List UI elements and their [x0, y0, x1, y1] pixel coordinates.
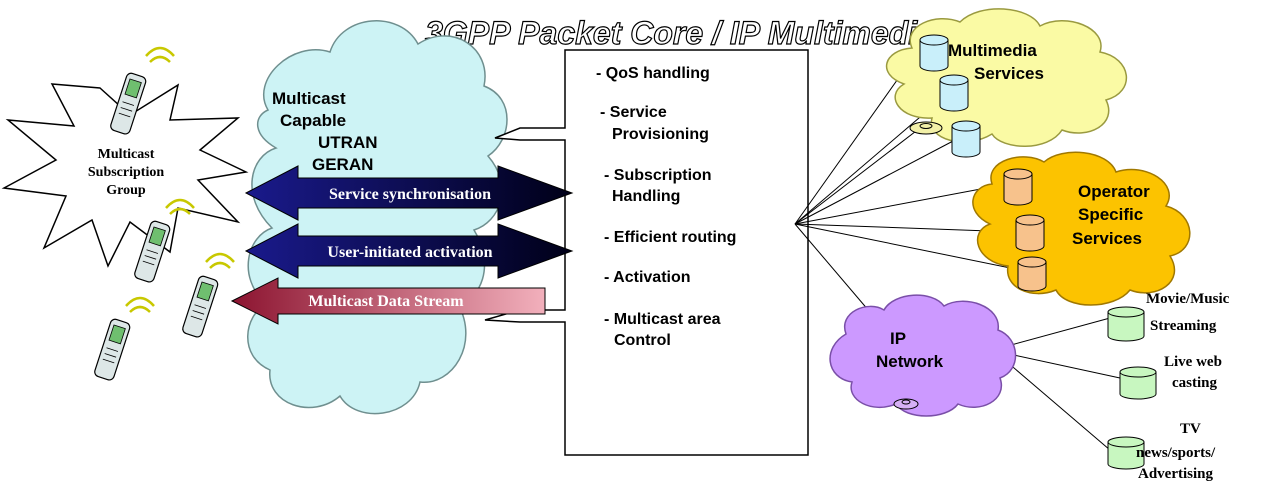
live-web-label-2: casting: [1172, 375, 1218, 391]
operator-label-1: Operator: [1078, 182, 1150, 201]
operator-label-3: Services: [1072, 229, 1142, 248]
subscription-group-starburst: Multicast Subscription Group: [1, 83, 249, 268]
ran-label-1: Multicast: [272, 89, 346, 108]
multicast-data-stream-label: Multicast Data Stream: [308, 293, 464, 310]
multimedia-database-icon: [919, 34, 949, 72]
multimedia-database-icon: [939, 74, 969, 112]
tv-label-1: TV: [1180, 421, 1201, 437]
radio-waves-icon: [145, 46, 175, 63]
core-provisioning-2: Provisioning: [612, 126, 709, 143]
movie-music-label-2: Streaming: [1150, 318, 1217, 334]
multicast-data-stream-arrow: Multicast Data Stream: [230, 277, 546, 325]
movie-music-label-1: Movie/Music: [1146, 291, 1230, 307]
ip-service-database-icon: [1107, 436, 1145, 470]
disc-icon: [893, 398, 919, 410]
multimedia-label-1: Multimedia: [948, 41, 1037, 60]
radio-waves-icon: [165, 198, 195, 215]
ran-cloud: Multicast Capable UTRAN GERAN: [247, 20, 508, 415]
mobile-phone-icon: [110, 72, 147, 135]
ip-service-database-icon: [1119, 366, 1157, 400]
ip-label-1: IP: [890, 329, 906, 348]
tv-label-2: news/sports/: [1136, 445, 1216, 461]
core-subscription-1: - Subscription: [604, 167, 712, 184]
operator-label-2: Specific: [1078, 205, 1143, 224]
ran-label-4: GERAN: [312, 155, 373, 174]
ip-service-database-icon: [1107, 306, 1145, 342]
service-synchronisation-label: Service synchronisation: [329, 186, 491, 203]
mobile-phone-icon: [182, 275, 219, 338]
operator-database-icon: [1015, 214, 1045, 252]
core-area-2: Control: [614, 332, 671, 349]
ip-label-2: Network: [876, 352, 944, 371]
operator-database-icon: [1003, 168, 1033, 206]
radio-waves-icon: [125, 296, 155, 313]
subscription-group-label-1: Multicast: [98, 147, 155, 162]
user-activation-arrow: User-initiated activation: [244, 223, 574, 279]
tv-label-3: Advertising: [1138, 466, 1214, 482]
subscription-group-label-3: Group: [106, 183, 146, 198]
multimedia-label-2: Services: [974, 64, 1044, 83]
service-synchronisation-arrow: Service synchronisation: [244, 165, 574, 221]
radio-waves-icon: [205, 252, 235, 269]
ip-network-cloud: IP Network: [829, 294, 1017, 417]
core-subscription-2: Handling: [612, 188, 680, 205]
ran-label-3: UTRAN: [318, 133, 378, 152]
mobile-phone-icon: [134, 220, 171, 283]
core-routing: - Efficient routing: [604, 229, 736, 246]
operator-database-icon: [1017, 256, 1047, 292]
live-web-label-1: Live web: [1164, 354, 1222, 370]
core-area-1: - Multicast area: [604, 311, 721, 328]
diagram-title: 3GPP Packet Core / IP Multimedia: [425, 15, 935, 51]
subscription-group-label-2: Subscription: [88, 165, 164, 180]
disc-icon: [909, 121, 943, 135]
mobile-phone-icon: [94, 318, 131, 381]
user-activation-label: User-initiated activation: [327, 244, 492, 261]
multimedia-database-icon: [951, 120, 981, 158]
core-provisioning-1: - Service: [600, 104, 667, 121]
ran-label-2: Capable: [280, 111, 346, 130]
core-activation: - Activation: [604, 269, 691, 286]
core-qos: - QoS handling: [596, 65, 710, 82]
